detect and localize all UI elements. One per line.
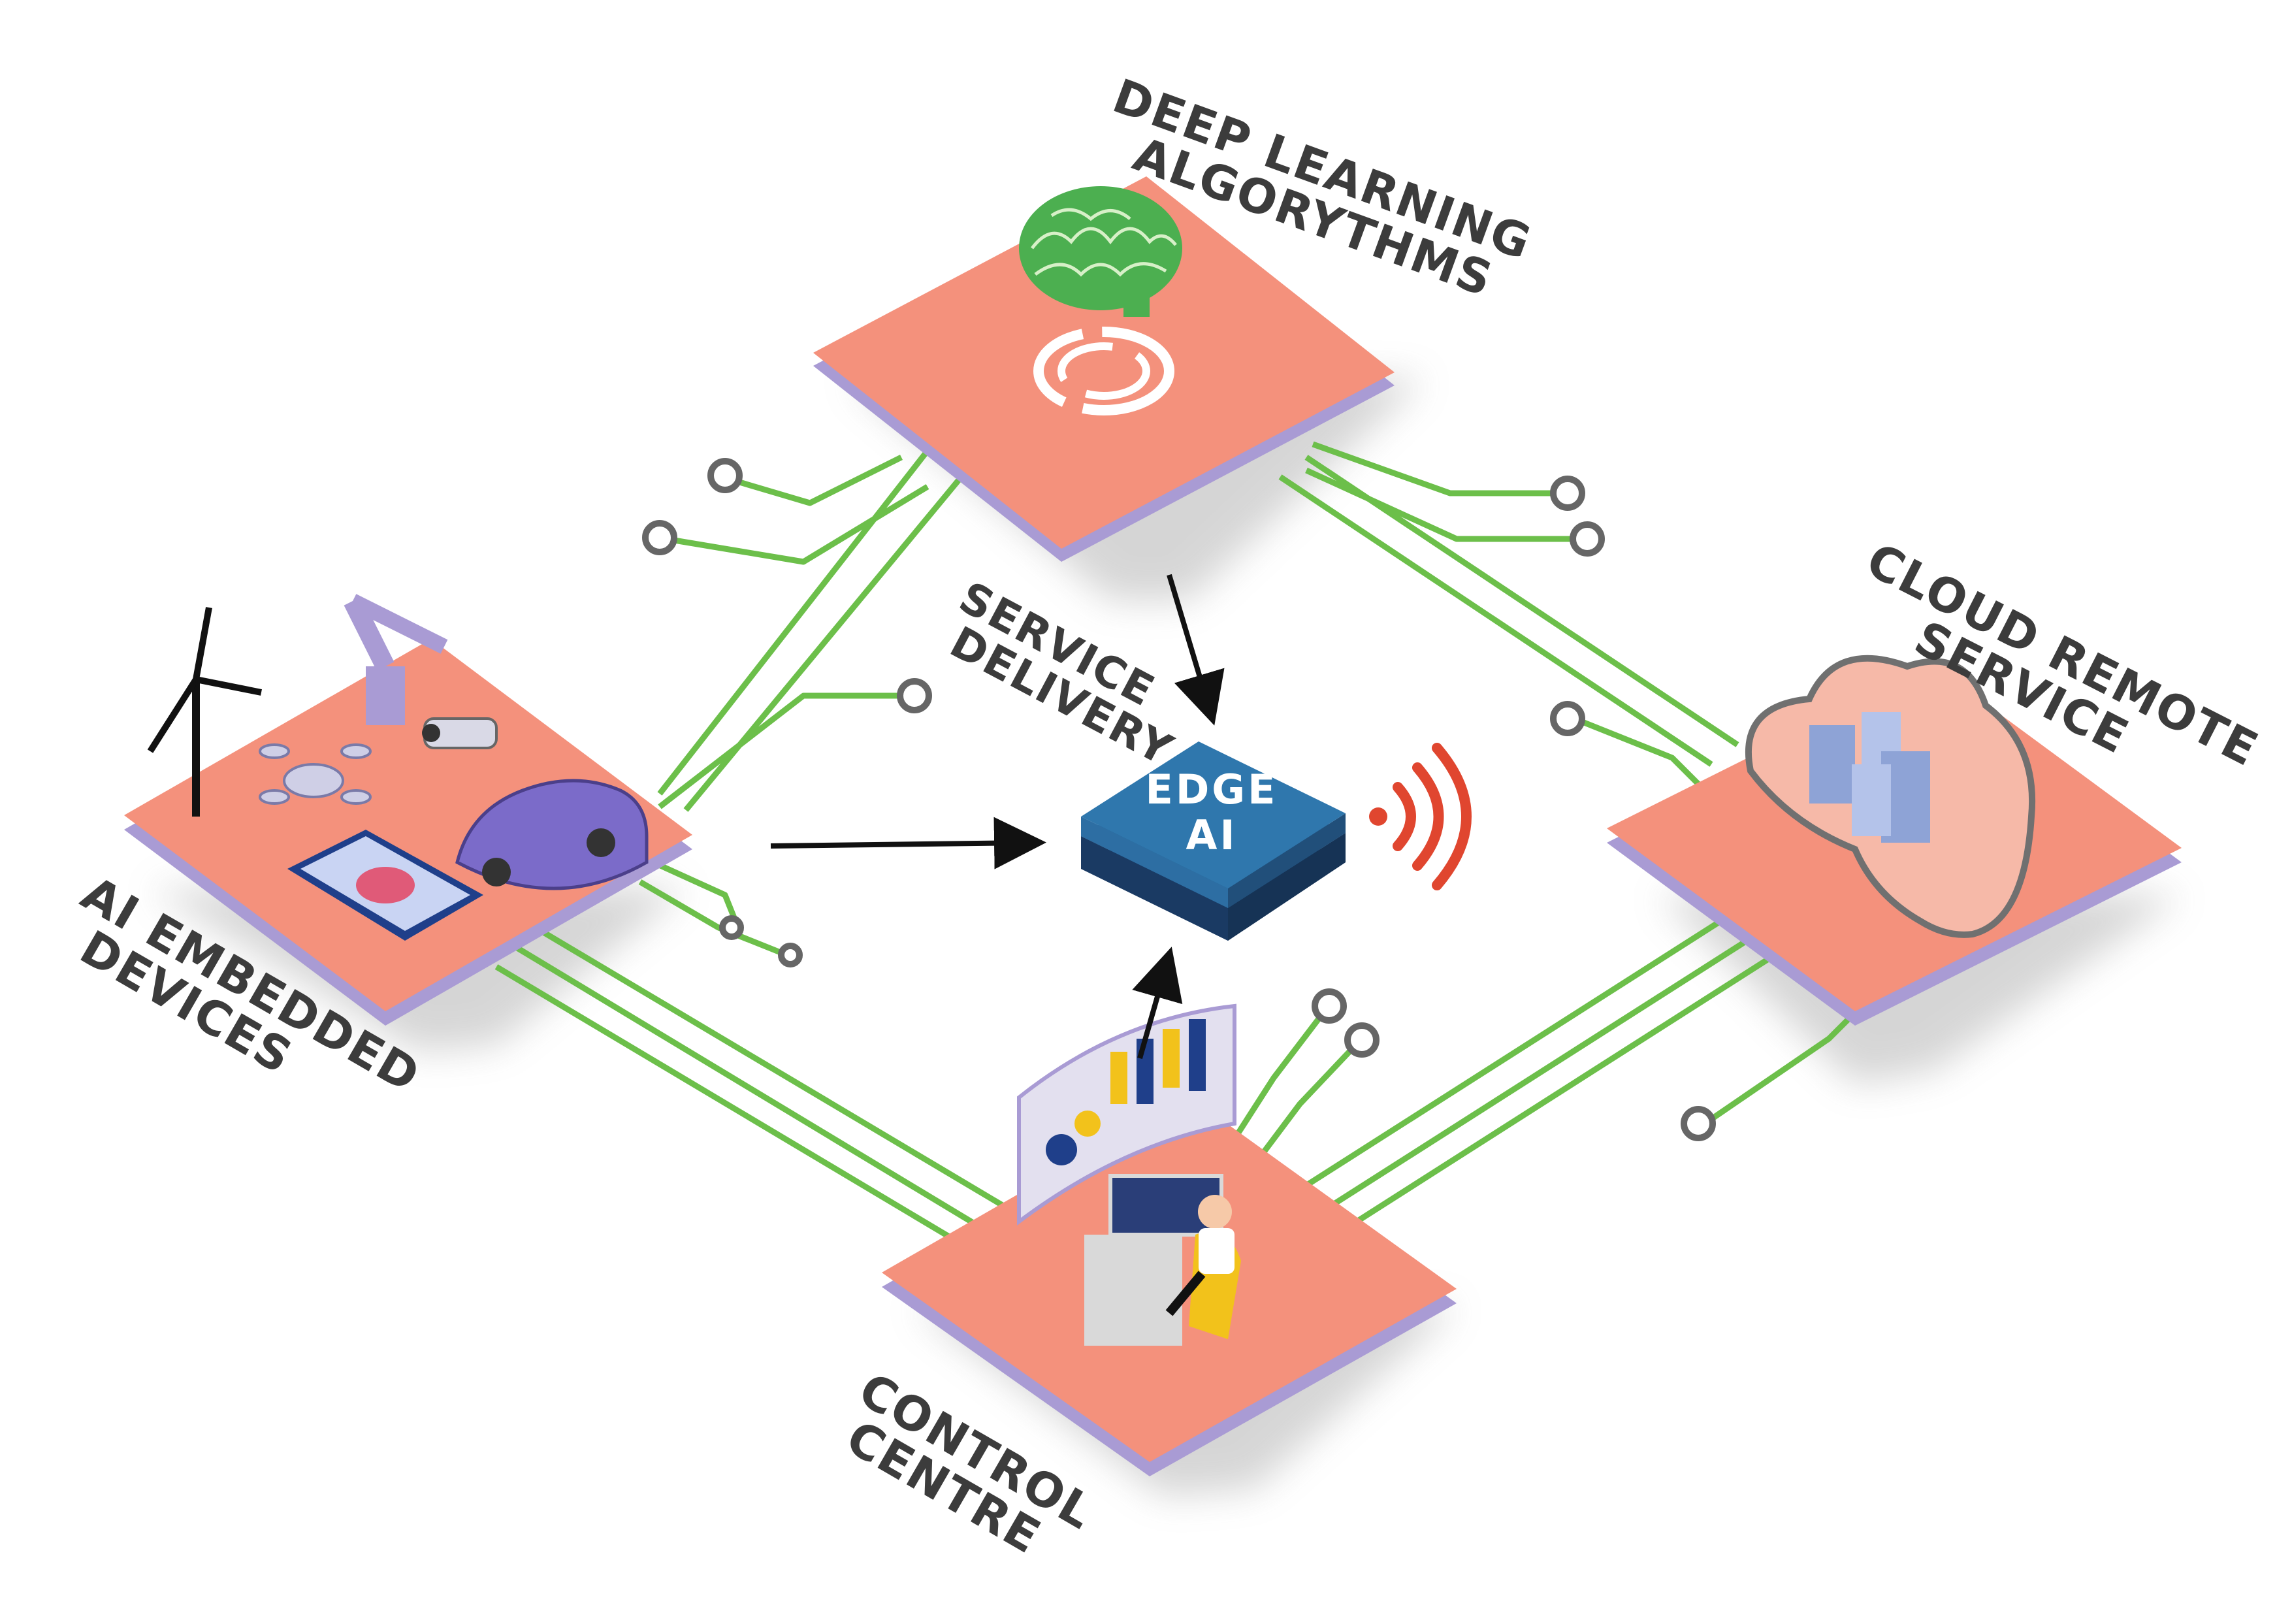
car-icon — [455, 779, 649, 890]
security-camera-icon — [422, 717, 498, 749]
drone-icon — [259, 743, 372, 805]
platform-embedded — [124, 594, 692, 1026]
platform-cloud — [1607, 655, 2182, 1026]
edge-label-line2: AI — [1186, 811, 1237, 859]
flow-arrows — [770, 574, 1225, 1060]
platform-control — [882, 1003, 1457, 1476]
brain-icon — [1019, 186, 1182, 317]
operator-icon — [1084, 1174, 1241, 1346]
edge-ai-box: EDGE AI — [1081, 741, 1346, 941]
tablet-icon — [287, 830, 483, 941]
edge-label-line1: EDGE — [1145, 766, 1278, 813]
server-icon — [1809, 712, 1930, 843]
robot-arm-icon — [344, 594, 448, 725]
circuit-nodes — [642, 458, 1716, 1141]
dashboard-icon — [1017, 1003, 1236, 1226]
platform-deep-learning — [813, 176, 1395, 562]
wifi-icon — [1369, 743, 1472, 890]
loading-ring-icon — [1033, 327, 1174, 415]
wind-turbine-icon — [147, 607, 262, 817]
